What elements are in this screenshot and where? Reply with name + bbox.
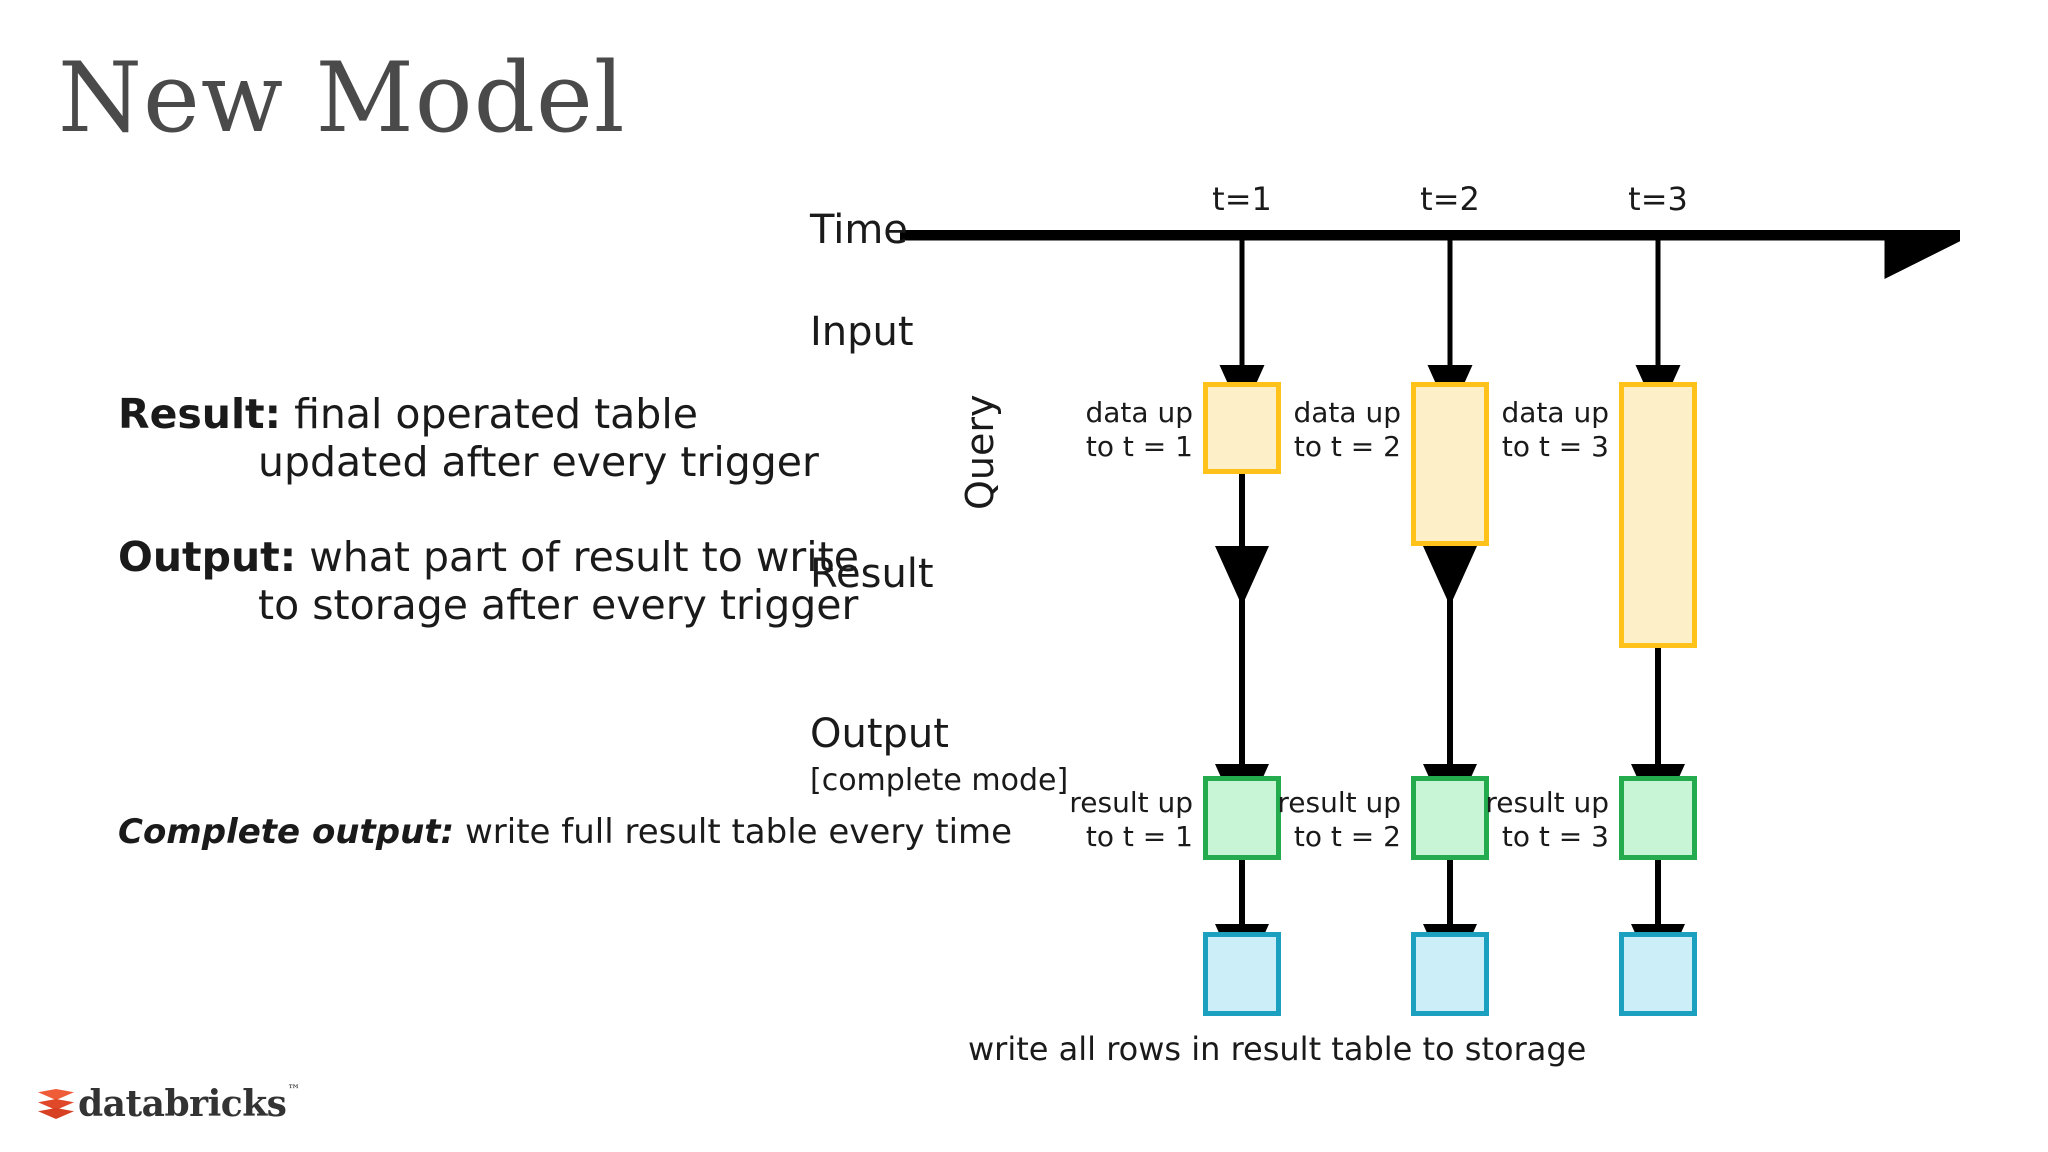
row-label-output: Output <box>810 711 949 757</box>
input-box-t3 <box>1619 382 1697 648</box>
diagram-caption: write all rows in result table to storag… <box>968 1030 1587 1068</box>
bullet-result-text: final operated table <box>281 390 698 438</box>
result-note-t3: result up to t = 3 <box>1485 786 1609 854</box>
input-note-t2: data up to t = 2 <box>1293 396 1402 464</box>
result-box-t3 <box>1619 776 1697 860</box>
input-box-t1 <box>1203 382 1281 474</box>
complete-output-note: Complete output: write full result table… <box>118 812 1012 852</box>
result-note-t1: result up to t = 1 <box>1069 786 1193 854</box>
page-title: New Model <box>58 42 626 154</box>
bullet-result: Result: final operated table updated aft… <box>0 390 930 487</box>
output-box-t2 <box>1411 932 1489 1016</box>
tick-label-t1: t=1 <box>1212 180 1272 218</box>
databricks-stack-icon <box>38 1087 74 1121</box>
bullet-output-line2: to storage after every trigger <box>258 581 859 630</box>
streaming-model-diagram: Time Input Result Output [complete mode]… <box>810 180 1960 1110</box>
row-label-input: Input <box>810 309 914 355</box>
row-label-time: Time <box>810 207 908 253</box>
input-box-t2 <box>1411 382 1489 546</box>
databricks-logo: databricks ™ <box>38 1082 301 1126</box>
result-box-t2 <box>1411 776 1489 860</box>
tick-label-t2: t=2 <box>1420 180 1480 218</box>
bullet-output-text: what part of result to write <box>296 532 859 581</box>
bullet-output: Output: what part of result to write to … <box>0 533 930 630</box>
diagram-connectors <box>900 230 1960 984</box>
complete-output-note-text: write full result table every time <box>454 812 1013 852</box>
result-box-t1 <box>1203 776 1281 860</box>
output-box-t3 <box>1619 932 1697 1016</box>
bullet-output-lead: Output: <box>118 532 297 581</box>
row-label-output-mode: [complete mode] <box>810 763 1069 798</box>
databricks-wordmark: databricks <box>78 1083 287 1125</box>
input-note-t3: data up to t = 3 <box>1501 396 1610 464</box>
output-box-t1 <box>1203 932 1281 1016</box>
input-note-t1: data up to t = 1 <box>1085 396 1194 464</box>
trademark-symbol: ™ <box>287 1082 301 1098</box>
bullet-result-line2: updated after every trigger <box>258 438 819 487</box>
tick-label-t3: t=3 <box>1628 180 1688 218</box>
result-note-t2: result up to t = 2 <box>1277 786 1401 854</box>
bullet-list: Result: final operated table updated aft… <box>0 390 930 676</box>
complete-output-note-lead: Complete output: <box>118 812 455 852</box>
row-label-result: Result <box>810 551 934 597</box>
bullet-result-lead: Result: <box>118 390 282 438</box>
